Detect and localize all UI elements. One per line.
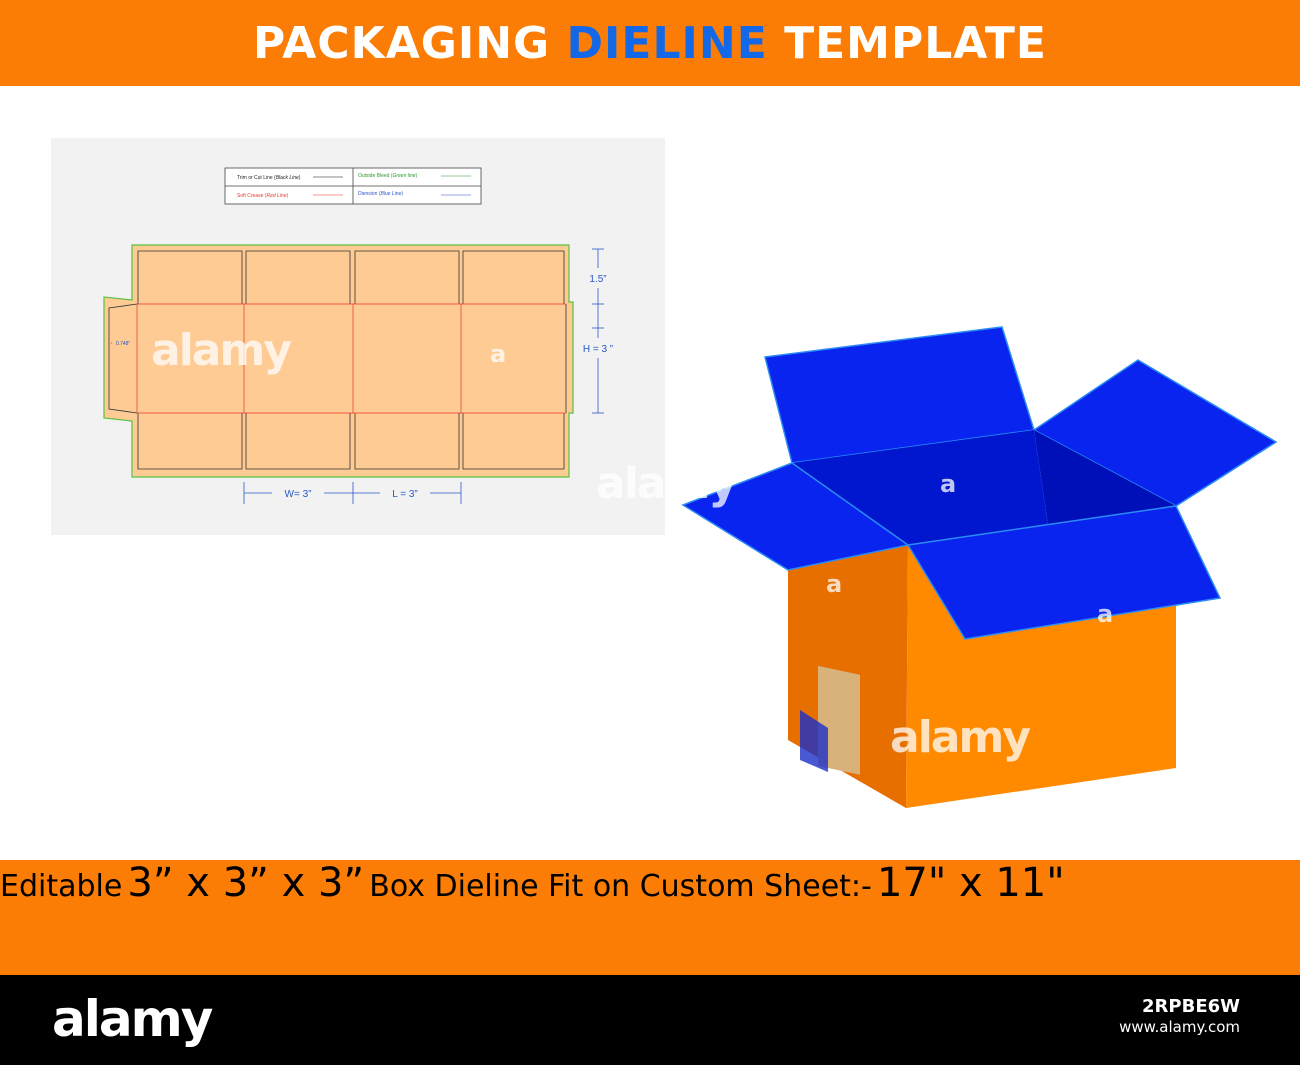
box-label-patch xyxy=(818,665,860,775)
footer-logo: alamy xyxy=(52,990,213,1048)
legend-soft-crease: Soft Crease (Red Line) xyxy=(237,193,288,199)
width-label: W= 3” xyxy=(285,489,312,500)
box-inner-back xyxy=(792,430,1048,545)
title-accent: DIELINE xyxy=(566,17,768,69)
glue-flap xyxy=(108,303,138,414)
page-title: PACKAGING DIELINE TEMPLATE xyxy=(253,18,1047,69)
site-url: www.alamy.com xyxy=(1119,1018,1240,1036)
glue-flap-label: 0.748” xyxy=(116,341,131,347)
box-3d-illustration xyxy=(681,326,1278,808)
legend-dimension: Diension (Blue Line) xyxy=(358,191,403,197)
dieline-panel: Trim or Cut Line (Black Line) Soft Creas… xyxy=(51,138,665,535)
flap-height-label: 1.5” xyxy=(589,274,606,285)
top-flaps xyxy=(137,250,565,304)
box-inner-right xyxy=(1034,430,1176,525)
crease-lines xyxy=(136,303,566,414)
footer-meta: 2RPBE6W www.alamy.com xyxy=(1119,997,1240,1037)
legend-outside-bleed: Outside Bleed (Green line) xyxy=(358,173,418,179)
bottom-flaps xyxy=(137,413,565,470)
height-label: H = 3 ” xyxy=(583,344,613,355)
box-front-flap xyxy=(906,505,1222,640)
top-banner: PACKAGING DIELINE TEMPLATE xyxy=(0,0,1300,86)
footer-bar xyxy=(0,975,1300,1065)
caption-fit-text: Box Dieline Fit on Custom Sheet:- xyxy=(369,869,872,904)
dieline-drawing: Trim or Cut Line (Black Line) Soft Creas… xyxy=(103,167,621,504)
length-label: L = 3” xyxy=(392,489,417,500)
caption-sheet-size: 17" x 11" xyxy=(876,860,1065,906)
legend-table: Trim or Cut Line (Black Line) Soft Creas… xyxy=(224,167,482,205)
title-part2: TEMPLATE xyxy=(784,17,1047,69)
caption-box-size: 3” x 3” x 3” xyxy=(127,860,365,906)
title-part1: PACKAGING xyxy=(253,17,551,69)
caption-editable: Editable xyxy=(0,869,123,904)
caption: Editable 3” x 3” x 3” Box Dieline Fit on… xyxy=(0,860,1300,975)
image-id: 2RPBE6W xyxy=(1142,996,1240,1017)
legend-cut-line: Trim or Cut Line (Black Line) xyxy=(237,175,301,181)
